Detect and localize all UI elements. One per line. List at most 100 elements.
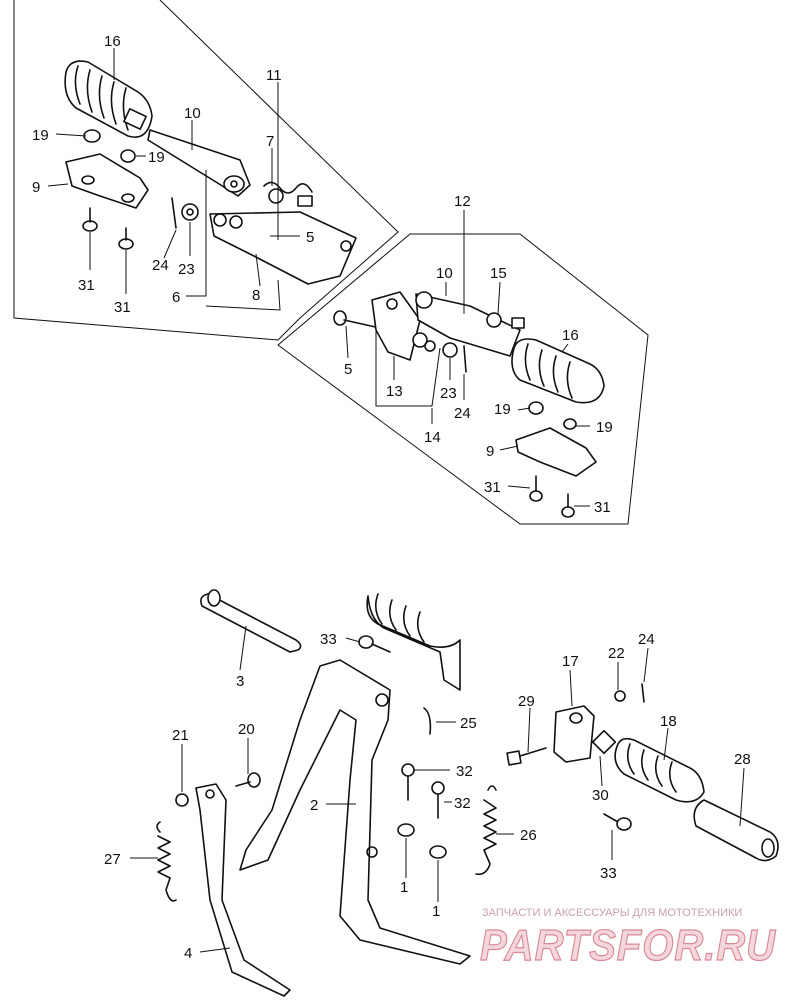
footpeg-rubber-16b xyxy=(511,338,605,404)
bolt-20 xyxy=(235,772,261,788)
callout-31-upper-a: 31 xyxy=(78,277,95,294)
callout-19-upper-a: 19 xyxy=(32,127,49,144)
bracket-17 xyxy=(553,705,595,763)
callout-33-lower: 33 xyxy=(600,865,617,882)
footpeg-rubber-16a xyxy=(64,60,153,138)
leader-lines xyxy=(47,48,745,953)
cotter-pin-24a xyxy=(171,197,177,229)
callout-16-middle: 16 xyxy=(562,327,579,344)
watermark: ЗАПЧАСТИ И АКСЕССУАРЫ ДЛЯ МОТОТЕХНИКИ PA… xyxy=(479,907,776,971)
bolt-32a xyxy=(401,763,415,801)
pin-29 xyxy=(506,747,547,766)
footpeg-rubber-top xyxy=(366,593,461,691)
callout-29: 29 xyxy=(518,693,535,710)
callout-16-upper: 16 xyxy=(104,33,121,50)
callout-20: 20 xyxy=(238,721,255,738)
callout-22: 22 xyxy=(608,645,625,662)
collar-19c xyxy=(528,401,544,415)
pin-5b xyxy=(333,310,381,329)
footpeg-rubber-18 xyxy=(614,737,705,803)
callout-1-a: 1 xyxy=(400,879,408,896)
watermark-brand: PARTSFOR.RU xyxy=(480,921,776,970)
callout-19-middle-a: 19 xyxy=(494,401,511,418)
washer-30 xyxy=(591,729,617,755)
callout-31-middle-b: 31 xyxy=(594,499,611,516)
footpeg-shaft-28 xyxy=(693,799,779,862)
cotter-pin-24b xyxy=(463,345,467,373)
callout-4: 4 xyxy=(184,945,192,962)
plate-9a xyxy=(65,153,149,209)
callout-27: 27 xyxy=(104,851,121,868)
callout-1-b: 1 xyxy=(432,903,440,920)
washer-23a xyxy=(181,203,199,221)
callout-33-upper: 33 xyxy=(320,631,337,648)
watermark-tagline: ЗАПЧАСТИ И АКСЕССУАРЫ ДЛЯ МОТОТЕХНИКИ xyxy=(482,907,742,919)
washer-23b xyxy=(442,342,458,358)
callout-24-upper: 24 xyxy=(152,257,169,274)
bracket-13 xyxy=(371,291,421,361)
callout-15: 15 xyxy=(490,265,507,282)
callout-26: 26 xyxy=(520,827,537,844)
collar-19d xyxy=(563,418,577,430)
screw-31a xyxy=(82,207,98,232)
callout-23-upper: 23 xyxy=(178,261,195,278)
side-stand-4 xyxy=(195,783,291,997)
main-stand-2 xyxy=(239,659,471,965)
callout-5-upper: 5 xyxy=(306,229,314,246)
callout-25: 25 xyxy=(460,715,477,732)
callout-23-middle: 23 xyxy=(440,385,457,402)
callout-28: 28 xyxy=(734,751,751,768)
callout-labels: 16 11 10 19 19 7 9 5 24 23 31 31 6 8 12 … xyxy=(32,33,751,962)
bolt-33a xyxy=(358,635,391,653)
group-11-outline xyxy=(13,0,399,341)
callout-11: 11 xyxy=(266,67,282,84)
callout-13: 13 xyxy=(386,383,403,400)
callout-9-middle: 9 xyxy=(486,443,494,460)
collar-19b xyxy=(120,149,136,163)
pivot-shaft-3 xyxy=(200,589,302,653)
callout-30: 30 xyxy=(592,787,609,804)
callout-31-middle-a: 31 xyxy=(484,479,501,496)
nut-1a xyxy=(397,823,415,837)
callout-8: 8 xyxy=(252,287,260,304)
bracket-8 xyxy=(209,211,357,285)
callout-19-middle-b: 19 xyxy=(596,419,613,436)
callout-19-upper-b: 19 xyxy=(148,149,165,166)
bolt-32b xyxy=(431,781,445,819)
callout-10-middle: 10 xyxy=(436,265,453,282)
callout-10-upper: 10 xyxy=(184,105,201,122)
bolt-33b xyxy=(603,813,632,831)
collar-19a xyxy=(83,129,101,143)
cotter-pin-25 xyxy=(423,707,432,735)
callout-32-a: 32 xyxy=(456,763,473,780)
screw-31b xyxy=(118,227,134,250)
screw-31d xyxy=(561,493,575,518)
screw-31c xyxy=(529,475,543,502)
callout-24-middle: 24 xyxy=(454,405,471,422)
spring-15 xyxy=(486,312,525,329)
plate-9b xyxy=(515,427,597,477)
callout-14: 14 xyxy=(424,429,441,446)
nut-1b xyxy=(429,845,447,859)
callout-24-lower: 24 xyxy=(638,631,655,648)
callout-5-middle: 5 xyxy=(344,361,352,378)
cotter-pin-24c xyxy=(641,683,645,703)
spring-26 xyxy=(475,785,497,876)
callout-32-b: 32 xyxy=(454,795,471,812)
footpeg-bracket-10a xyxy=(147,129,251,197)
callout-6: 6 xyxy=(172,289,180,306)
spring-27 xyxy=(156,821,177,902)
washer-22 xyxy=(614,690,626,702)
callout-31-upper-b: 31 xyxy=(114,299,131,316)
group-12-outline xyxy=(277,233,649,525)
spring-7 xyxy=(263,181,313,207)
callout-18: 18 xyxy=(660,713,677,730)
footpeg-bracket-10b xyxy=(412,291,521,357)
nut-21 xyxy=(175,793,189,807)
callout-21: 21 xyxy=(172,727,189,744)
callout-7: 7 xyxy=(266,133,274,150)
callout-9-upper: 9 xyxy=(32,179,40,196)
callout-17: 17 xyxy=(562,653,579,670)
callout-3: 3 xyxy=(236,673,244,690)
